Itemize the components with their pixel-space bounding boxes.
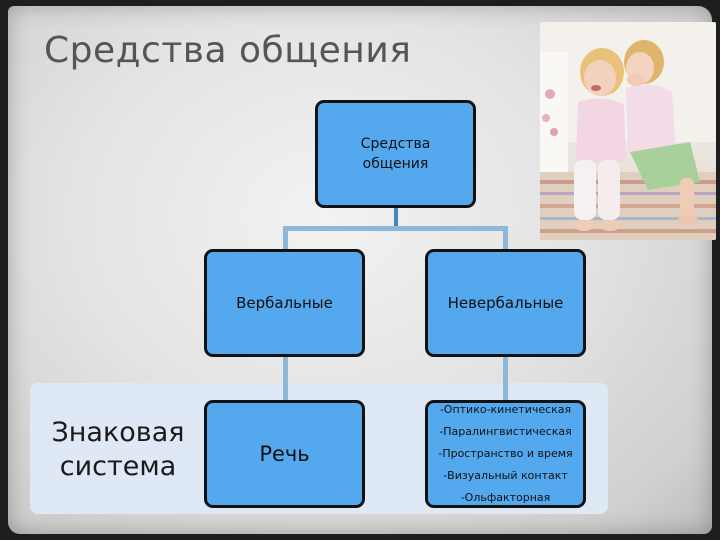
slide-title: Средства общения — [44, 30, 412, 71]
verbal-node: Вербальные — [204, 249, 365, 357]
speech-node: Речь — [204, 400, 365, 508]
nonverbal-type-item: -Ольфакторная — [460, 491, 551, 504]
nonverbal-type-item: -Визуальный контакт — [443, 469, 568, 482]
speech-node-label: Речь — [259, 442, 310, 466]
root-node-label: Средства общения — [360, 136, 431, 172]
connector-to-nonverbal — [503, 226, 508, 250]
nonverbal-node: Невербальные — [425, 249, 586, 357]
root-node: Средства общения — [315, 100, 476, 208]
nonverbal-node-label: Невербальные — [447, 294, 564, 312]
nonverbal-type-item: -Оптико-кинетическая — [439, 403, 572, 416]
photo-illustration — [540, 22, 716, 240]
verbal-node-label: Вербальные — [236, 294, 333, 312]
girls-whispering-photo — [540, 22, 716, 240]
connector-nonverbal-to-types — [503, 357, 508, 401]
sign-system-label: Знаковая система — [51, 417, 185, 482]
connector-verbal-to-speech — [283, 357, 288, 401]
nonverbal-type-item: -Паралингвистическая — [439, 425, 572, 438]
connector-horizontal — [284, 226, 508, 231]
connector-to-verbal — [283, 226, 288, 250]
nonverbal-types-node: -Оптико-кинетическая -Паралингвистическа… — [425, 400, 586, 508]
nonverbal-type-item: -Пространство и время — [438, 447, 573, 460]
connector-root-down — [394, 208, 398, 228]
